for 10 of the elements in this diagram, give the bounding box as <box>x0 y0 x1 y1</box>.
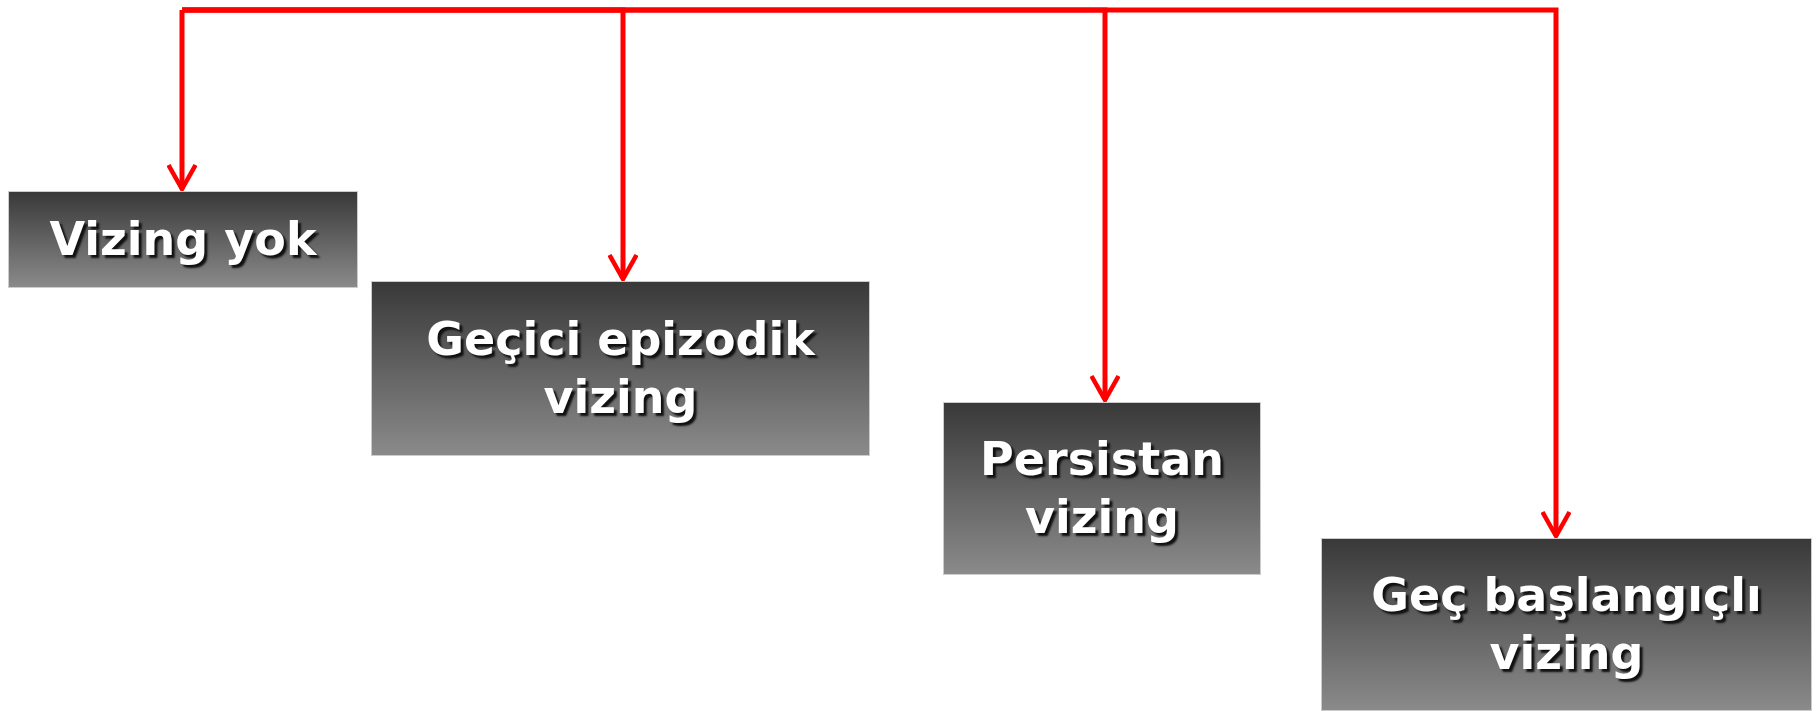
box-label: Geç başlangıçlı vizing <box>1370 567 1763 682</box>
arrow <box>166 7 198 192</box>
gradient-box <box>8 191 358 288</box>
gradient-box <box>371 281 870 456</box>
box-label: Vizing yok <box>48 210 318 268</box>
box-label: Persistan vizing <box>979 431 1225 546</box>
arrow <box>179 7 1572 539</box>
gradient-box <box>943 402 1261 575</box>
gradient-box <box>1321 538 1812 711</box>
box-label: Geçici epizodik vizing <box>425 311 817 426</box>
